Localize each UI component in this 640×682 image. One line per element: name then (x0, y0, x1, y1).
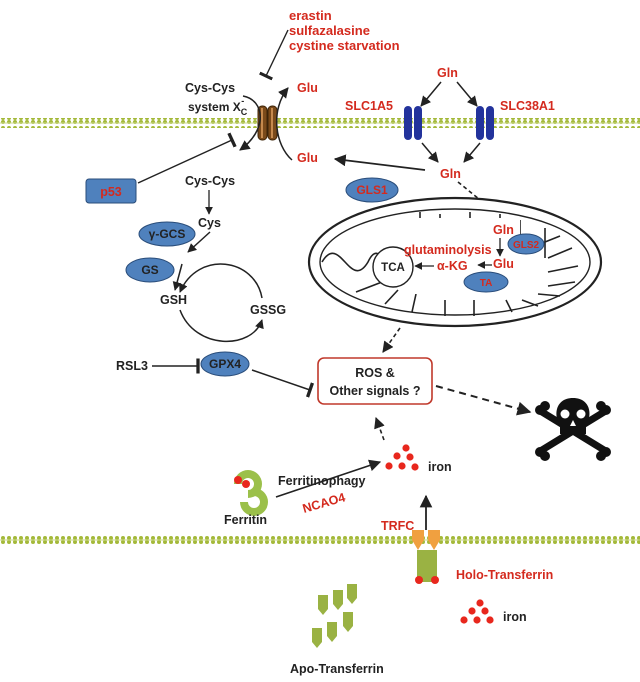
system-xc-transporter (257, 105, 278, 141)
rsl3-label: RSL3 (116, 359, 148, 373)
gln-to-slc1a5-arrow (420, 81, 442, 107)
svg-text:GLS2: GLS2 (513, 240, 540, 251)
gln-cytosol-label: Gln (440, 167, 461, 181)
gln-to-mito-dashed (457, 181, 496, 213)
gs-to-gsh-arrow (172, 263, 183, 291)
svg-text:Other signals ?: Other signals ? (330, 384, 421, 398)
ncoa4-label: NCAO4 (301, 490, 347, 516)
gsh-to-gssg-cycle-arrow (179, 309, 264, 342)
system-xc-label: system XC- (188, 96, 248, 117)
tca-cycle-circle (372, 246, 414, 288)
ferritin-label: Ferritin (224, 513, 267, 527)
ta-enzyme: TA (463, 271, 509, 293)
cys-to-gs-arrow (187, 231, 211, 253)
cystine-import-arrow (239, 95, 261, 151)
iron-cytosol-label: iron (428, 460, 452, 474)
glutamate-export-arrow (275, 87, 293, 161)
svg-text:GS: GS (141, 263, 158, 277)
svg-text:TA: TA (480, 278, 493, 289)
svg-text:ROS &: ROS & (355, 366, 395, 380)
gssg-label: GSSG (250, 303, 286, 317)
gln-to-slc38a1-arrow (456, 81, 478, 107)
svg-text:GLS1: GLS1 (356, 183, 388, 197)
gls2-enzyme: GLS2 (507, 233, 545, 255)
p53-box: p53 (85, 178, 137, 204)
iron-cluster-extracellular (460, 599, 494, 624)
ros-box: ROS & Other signals ? (317, 357, 433, 405)
mito-to-ros-dashed-arrow (382, 327, 401, 353)
gamma-gcs-enzyme: γ-GCS (138, 221, 196, 247)
gls1-enzyme: GLS1 (345, 177, 399, 203)
akg-label: α-KG (437, 259, 468, 273)
glu-intracellular-label: Glu (297, 151, 318, 165)
trfc-receptor (412, 530, 440, 584)
gpx4-enzyme: GPX4 (200, 351, 250, 377)
svg-text:p53: p53 (100, 185, 122, 199)
slc38a1-transporter (476, 106, 494, 140)
ferritinophagy-arrow (275, 459, 382, 498)
cys-cys-cytosol-label: Cys-Cys (185, 174, 235, 188)
glutaminolysis-label: glutaminolysis (404, 243, 492, 257)
holo-transferrin-label: Holo-Transferrin (456, 568, 553, 582)
gln-extracellular-label: Gln (437, 66, 458, 80)
gssg-to-gsh-cycle-arrow (179, 263, 263, 299)
svg-text:γ-GCS: γ-GCS (149, 227, 186, 241)
top-membrane (0, 118, 640, 128)
bottom-membrane (0, 535, 640, 545)
gpx4-inhibits-ros-line (251, 369, 315, 398)
tca-label: TCA (381, 262, 405, 274)
gsh-label: GSH (160, 293, 187, 307)
ros-to-death-dashed-arrow (435, 385, 532, 416)
mito-glu-label: Glu (493, 257, 514, 271)
cys-cys-extracellular-label: Cys-Cys (185, 81, 235, 95)
cystine-starvation-label: cystine starvation (289, 38, 400, 53)
apo-transferrin-icon (312, 584, 357, 648)
slc38a1-to-gln-arrow (463, 142, 481, 163)
slc1a5-label: SLC1A5 (345, 99, 393, 113)
erastin-label: erastin (289, 8, 332, 23)
slc38a1-label: SLC38A1 (500, 99, 555, 113)
slc1a5-transporter (404, 106, 422, 140)
glu-extracellular-label: Glu (297, 81, 318, 95)
iron-extracellular-label: iron (503, 610, 527, 624)
iron-to-ros-dashed-arrow (374, 416, 385, 441)
trfc-label: TRFC (381, 519, 414, 533)
svg-text:GPX4: GPX4 (209, 357, 241, 371)
mito-gln-label: Gln (493, 223, 514, 237)
sulfasalazine-label: sulfazalasine (289, 23, 370, 38)
gln-to-glu-arrow (333, 154, 426, 171)
p53-inhibits-xc-line (137, 132, 237, 184)
gs-enzyme: GS (125, 257, 175, 283)
ferritin-icon (234, 470, 268, 516)
iron-cluster-cytosol (385, 444, 419, 471)
skull-crossbones-icon (535, 398, 611, 461)
slc1a5-to-gln-arrow (421, 142, 439, 163)
inhibitor-to-xc-line (259, 29, 289, 81)
apo-transferrin-label: Apo-Transferrin (290, 662, 384, 676)
cys-label: Cys (198, 216, 221, 230)
